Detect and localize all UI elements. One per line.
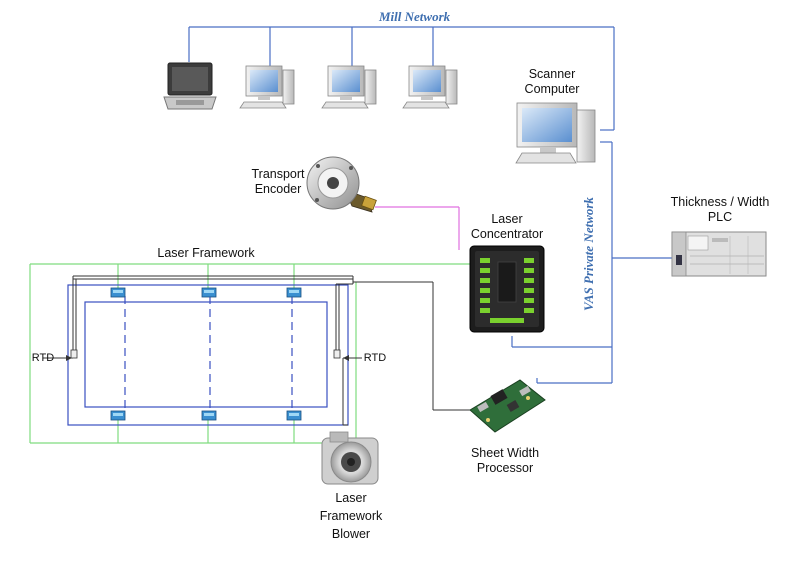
thickness-width-plc-label: Thickness / Width PLC [670,195,770,224]
plc-icon [671,231,767,277]
mill-network-label: Mill Network [379,9,451,24]
blower-icon [321,431,379,485]
rtd-left-label: RTD [31,352,55,364]
laser-sensor-icon [201,287,217,298]
laser-framework-outline [29,263,474,444]
laptop-icon [163,62,217,110]
laser-sensor-icon [286,287,302,298]
desktop-computer-icon [239,65,295,109]
desktop-computer-icon [402,65,458,109]
desktop-computer-icon [321,65,377,109]
vas-network-label: VAS Private Network [580,197,596,311]
scanner-computer-icon [515,102,596,164]
laser-sensor-icon [110,410,126,421]
mill-network-lines [188,26,615,131]
rtd-right-label: RTD [363,352,387,364]
vas-network-lines [511,141,672,384]
transport-encoder-label: Transport Encoder [251,167,305,196]
laser-framework-label: Laser Framework [157,246,255,260]
laser-concentrator-label: Laser Concentrator [470,212,544,241]
scanner-computer-label: Scanner Computer [524,67,580,96]
laser-framework-blower-label: Laser Framework Blower [319,491,383,541]
rotary-encoder-icon [306,156,377,213]
sheet-width-processor-label: Sheet Width Processor [470,446,540,475]
circuit-board-icon [469,379,546,433]
laser-concentrator-icon [469,245,545,333]
laser-sensor-icon [110,287,126,298]
framework-rails [67,284,349,426]
laser-sensor-icon [286,410,302,421]
rtd-probe-left [66,349,78,361]
signal-cables [43,275,475,426]
encoder-link-line [375,206,460,250]
laser-sensor-icon [201,410,217,421]
rtd-probe-right [333,349,349,361]
